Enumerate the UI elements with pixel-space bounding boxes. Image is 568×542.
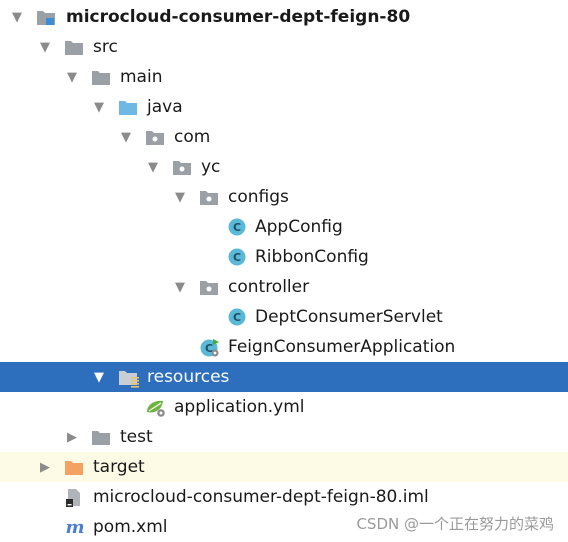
tree-label-ribbonconfig[interactable]: RibbonConfig: [255, 247, 369, 267]
tree-row-ribbonconfig[interactable]: C RibbonConfig: [0, 242, 568, 272]
tree-label-test[interactable]: test: [120, 427, 153, 447]
tree-label-configs[interactable]: configs: [228, 187, 289, 207]
module-folder-icon: [36, 8, 56, 26]
tree-row-deptconsumerservlet[interactable]: C DeptConsumerServlet: [0, 302, 568, 332]
tree-label-application-yml[interactable]: application.yml: [174, 397, 305, 417]
tree-label-src[interactable]: src: [93, 37, 118, 57]
folder-icon: [91, 428, 111, 446]
svg-text:m: m: [65, 518, 84, 536]
chevron-down-icon[interactable]: ▼: [175, 189, 185, 205]
tree-row-pom[interactable]: m pom.xml: [0, 512, 568, 542]
chevron-down-icon[interactable]: ▼: [94, 99, 104, 115]
tree-row-appconfig[interactable]: C AppConfig: [0, 212, 568, 242]
chevron-down-icon[interactable]: ▼: [121, 129, 131, 145]
tree-row-target[interactable]: ▶ target: [0, 452, 568, 482]
tree-row-feignconsumerapplication[interactable]: C FeignConsumerApplication: [0, 332, 568, 362]
watermark-text: CSDN @一个正在努力的菜鸡: [356, 515, 554, 533]
tree-row-main[interactable]: ▼ main: [0, 62, 568, 92]
tree-row-java[interactable]: ▼ java: [0, 92, 568, 122]
iml-file-icon: [64, 488, 84, 507]
tree-label-target[interactable]: target: [93, 457, 145, 477]
tree-label-deptconsumerservlet[interactable]: DeptConsumerServlet: [255, 307, 443, 327]
resources-folder-icon: [118, 368, 139, 388]
tree-label-java[interactable]: java: [147, 97, 183, 117]
tree-row-application-yml[interactable]: application.yml: [0, 392, 568, 422]
svg-text:C: C: [233, 251, 241, 264]
tree-label-pom[interactable]: pom.xml: [93, 517, 168, 537]
tree-label-yc[interactable]: yc: [201, 157, 221, 177]
tree-row-yc[interactable]: ▼ yc: [0, 152, 568, 182]
tree-row-com[interactable]: ▼ com: [0, 122, 568, 152]
spring-boot-class-icon: C: [199, 338, 219, 357]
tree-row-controller[interactable]: ▼ controller: [0, 272, 568, 302]
chevron-down-icon[interactable]: ▼: [67, 69, 77, 85]
source-folder-icon: [118, 98, 138, 116]
java-class-icon: C: [227, 308, 247, 326]
folder-icon: [91, 68, 111, 86]
tree-label-resources[interactable]: resources: [147, 367, 230, 387]
package-icon: [145, 128, 165, 146]
java-class-icon: C: [227, 248, 247, 266]
chevron-down-icon[interactable]: ▼: [148, 159, 158, 175]
java-class-icon: C: [227, 218, 247, 236]
chevron-down-icon[interactable]: ▼: [94, 369, 104, 385]
tree-row-iml[interactable]: microcloud-consumer-dept-feign-80.iml: [0, 482, 568, 512]
chevron-down-icon[interactable]: ▼: [175, 279, 185, 295]
excluded-folder-icon: [64, 458, 84, 476]
svg-text:C: C: [233, 221, 241, 234]
tree-row-resources[interactable]: ▼ resources: [0, 362, 568, 392]
project-name[interactable]: microcloud-consumer-dept-feign-80: [66, 7, 411, 27]
svg-text:C: C: [233, 311, 241, 324]
tree-row-src[interactable]: ▼ src: [0, 32, 568, 62]
tree-label-iml[interactable]: microcloud-consumer-dept-feign-80.iml: [93, 487, 429, 507]
chevron-right-icon[interactable]: ▶: [67, 429, 77, 445]
package-icon: [172, 158, 192, 176]
tree-label-controller[interactable]: controller: [228, 277, 310, 297]
tree-row-configs[interactable]: ▼ configs: [0, 182, 568, 212]
tree-row-project-root[interactable]: ▼ microcloud-consumer-dept-feign-80: [0, 2, 568, 32]
spring-config-file-icon: [145, 398, 165, 417]
svg-text:C: C: [205, 342, 213, 355]
maven-icon: m: [64, 518, 84, 536]
package-icon: [199, 188, 219, 206]
tree-label-appconfig[interactable]: AppConfig: [255, 217, 343, 237]
tree-row-test[interactable]: ▶ test: [0, 422, 568, 452]
tree-label-feignconsumerapplication[interactable]: FeignConsumerApplication: [228, 337, 456, 357]
folder-icon: [64, 38, 84, 56]
tree-label-main[interactable]: main: [120, 67, 163, 87]
chevron-down-icon[interactable]: ▼: [40, 39, 50, 55]
chevron-right-icon[interactable]: ▶: [40, 459, 50, 475]
package-icon: [199, 278, 219, 296]
chevron-down-icon[interactable]: ▼: [12, 9, 22, 25]
tree-label-com[interactable]: com: [174, 127, 211, 147]
